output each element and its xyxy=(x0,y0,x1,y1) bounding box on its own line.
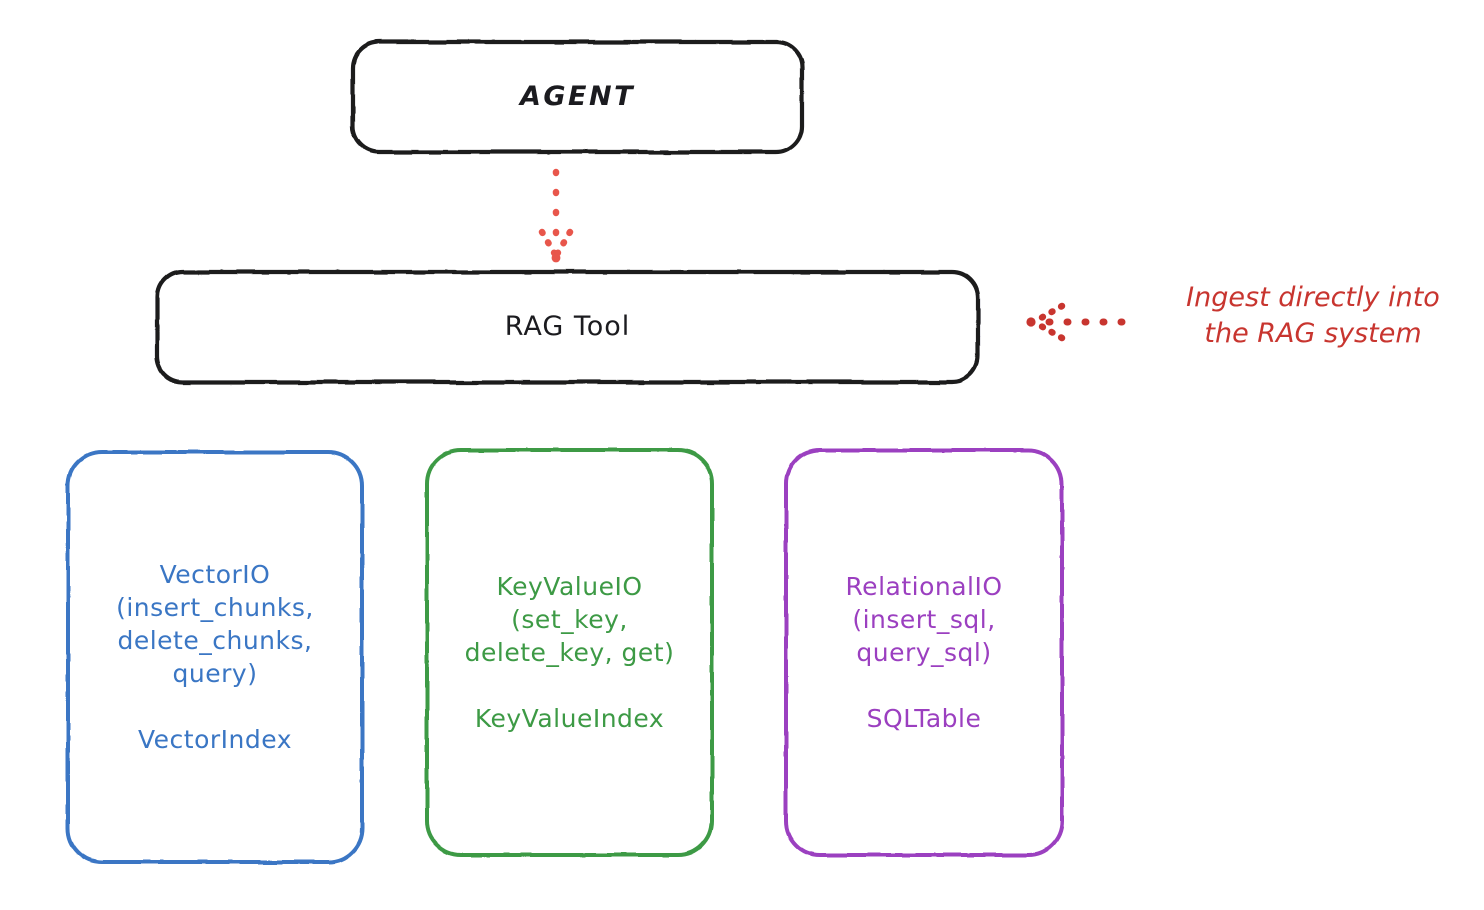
rag-tool-node[interactable]: RAG Tool xyxy=(157,272,978,382)
relational-io-node[interactable]: RelationalIO (insert_sql, query_sql) SQL… xyxy=(786,450,1062,855)
rag-tool-label: RAG Tool xyxy=(504,310,631,342)
relational-io-api-label: RelationalIO (insert_sql, query_sql) xyxy=(845,572,1003,667)
ingest-annotation-text: Ingest directly into the RAG system xyxy=(1186,282,1440,350)
vector-index-label: VectorIndex xyxy=(138,725,292,754)
ingest-arrow-icon xyxy=(1026,302,1126,342)
agent-label: AGENT xyxy=(519,80,635,112)
ragtool-box-outline[interactable] xyxy=(154,269,981,385)
agent-box-outline[interactable] xyxy=(350,39,805,155)
agent-node[interactable]: AGENT xyxy=(353,42,802,152)
keyvalueio-box-outline[interactable] xyxy=(425,448,714,857)
key-value-index-label: KeyValueIndex xyxy=(474,704,665,733)
relationalio-box-outline[interactable] xyxy=(784,448,1064,857)
agent-to-ragtool-arrow-icon xyxy=(538,168,574,263)
key-value-io-node[interactable]: KeyValueIO (set_key, delete_key, get) Ke… xyxy=(427,450,712,855)
vector-io-node[interactable]: VectorIO (insert_chunks, delete_chunks, … xyxy=(68,452,362,862)
vectorio-box-outline[interactable] xyxy=(66,450,364,864)
vector-io-api-label: VectorIO (insert_chunks, delete_chunks, … xyxy=(116,560,314,688)
key-value-io-api-label: KeyValueIO (set_key, delete_key, get) xyxy=(464,572,675,667)
sql-table-label: SQLTable xyxy=(866,704,982,733)
